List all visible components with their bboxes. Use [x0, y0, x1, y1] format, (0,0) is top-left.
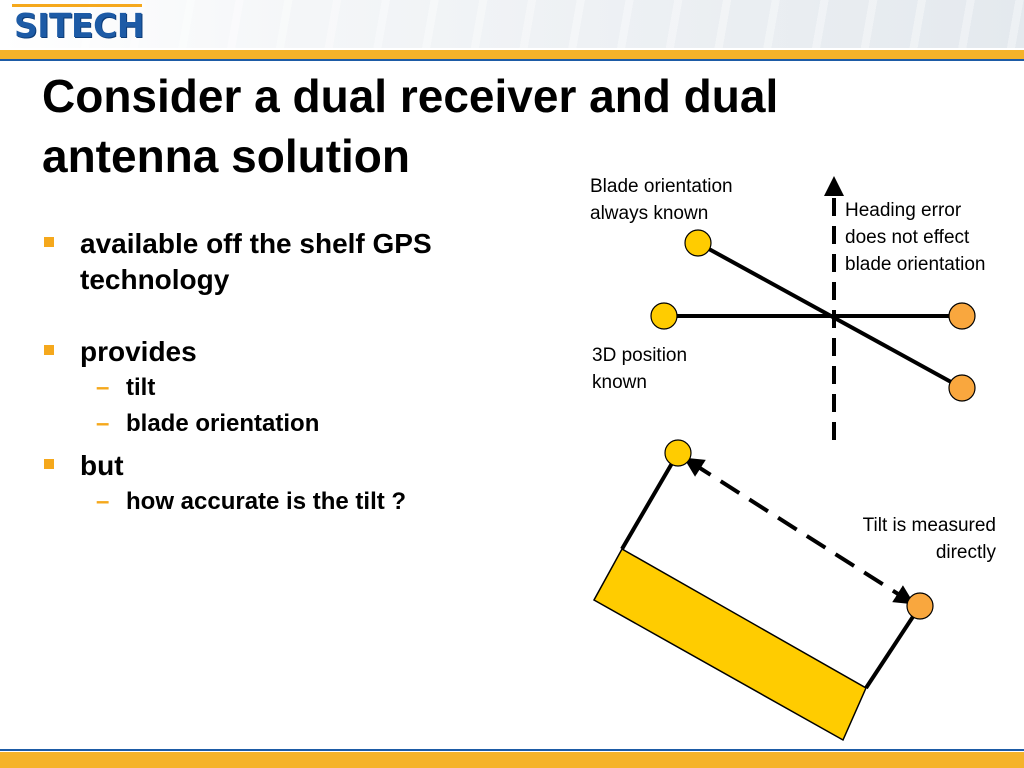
antenna-left-tilted: [664, 439, 692, 467]
bullet-text: but: [80, 450, 124, 481]
sub-bullet-item: – blade orientation: [42, 406, 542, 442]
dash-bullet-icon: –: [96, 410, 110, 437]
sub-bullet-item: – how accurate is the tilt ?: [42, 484, 542, 520]
sub-bullet-text: blade orientation: [126, 410, 320, 437]
antenna-left-rotated: [684, 229, 712, 257]
bullet-text: available off the shelf GPS: [80, 228, 432, 259]
antenna-right-tilted: [906, 592, 934, 620]
square-bullet-icon: [44, 459, 54, 469]
tilt-dashed-arrow: [683, 457, 915, 605]
antenna-diagram-svg: [592, 176, 976, 742]
footer-blue-rule: [0, 749, 1024, 751]
label-tilt-line-1: Tilt is measured: [862, 515, 996, 536]
antenna-right-rotated: [948, 374, 976, 402]
label-heading-line-1: Heading error: [845, 200, 962, 221]
sub-bullet-text: how accurate is the tilt ?: [126, 488, 407, 515]
title-line-1: Consider a dual receiver and dual: [42, 70, 779, 122]
right-mast: [864, 604, 922, 690]
label-3d-position: 3D position known: [592, 342, 687, 396]
title-line-2: antenna solution: [42, 130, 410, 182]
bullet-item: available off the shelf GPS technology: [42, 226, 542, 298]
label-tilt-line-2: directly: [935, 542, 996, 563]
bullet-text-continued: technology: [80, 264, 230, 295]
square-bullet-icon: [44, 345, 54, 355]
label-blade-line-2: always known: [590, 203, 709, 224]
dash-bullet-icon: –: [96, 488, 110, 515]
antenna-diagram: Blade orientation always known Heading e…: [560, 160, 1024, 750]
left-mast: [620, 451, 680, 551]
label-3d-line-1: 3D position: [592, 345, 688, 366]
header-gold-rule: [0, 50, 1024, 59]
baseline-rotated: [697, 241, 963, 390]
label-3d-line-2: known: [592, 372, 647, 393]
bullet-item: provides: [42, 334, 542, 370]
header-blue-rule: [0, 59, 1024, 61]
label-blade-orientation: Blade orientation always known: [590, 173, 733, 227]
label-heading-line-2: does not effect: [845, 227, 970, 248]
bullet-list: available off the shelf GPS technology p…: [42, 226, 542, 520]
antenna-left-horizontal: [650, 302, 678, 330]
label-heading-line-3: blade orientation: [845, 254, 986, 275]
bullet-text: provides: [80, 336, 197, 367]
sub-bullet-text: tilt: [126, 374, 156, 401]
label-blade-line-1: Blade orientation: [590, 176, 733, 197]
sub-bullet-item: – tilt: [42, 370, 542, 406]
dash-bullet-icon: –: [96, 374, 110, 401]
bullet-item: but: [42, 448, 542, 484]
footer-gold-band: [0, 752, 1024, 768]
logo-accent-stripe: [12, 4, 142, 7]
antenna-right-horizontal: [948, 302, 976, 330]
header-band: [0, 0, 1024, 48]
label-tilt-measured: Tilt is measured directly: [863, 512, 996, 566]
blade-shape: [592, 547, 867, 742]
square-bullet-icon: [44, 237, 54, 247]
slide-title: Consider a dual receiver and dual antenn…: [42, 66, 902, 186]
label-heading-error: Heading error does not effect blade orie…: [845, 197, 986, 278]
sitech-logo: SITECH: [14, 6, 144, 45]
